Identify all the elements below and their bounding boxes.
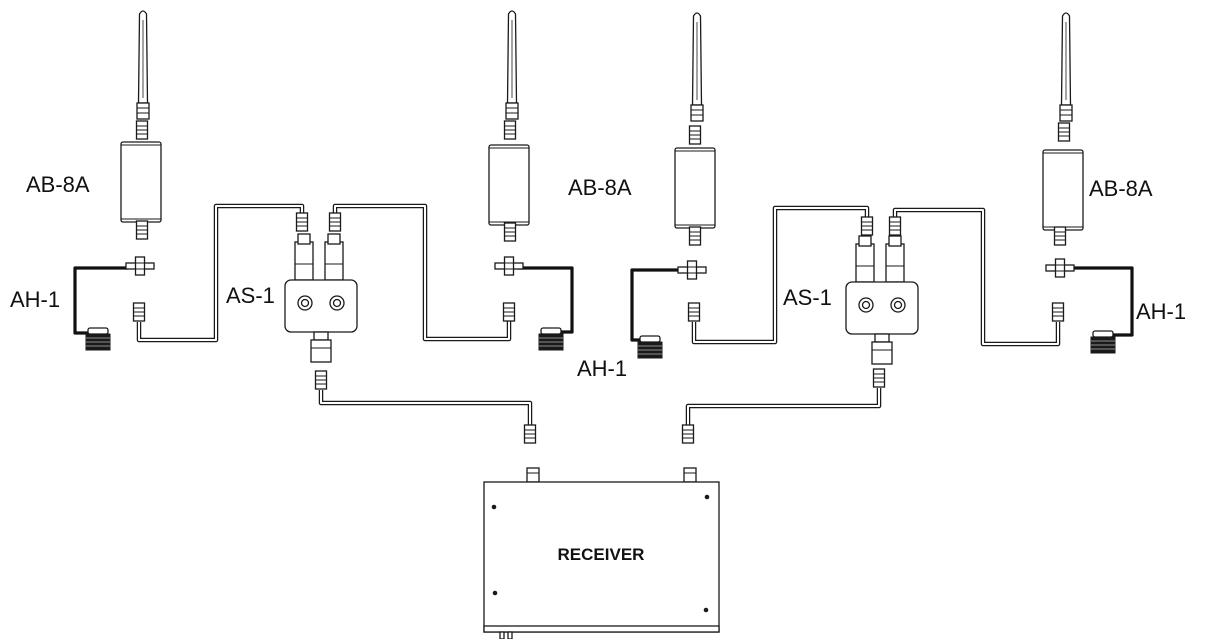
bnc-connector <box>1051 302 1065 322</box>
bnc-connector <box>295 212 309 232</box>
antenna-left-2 <box>505 10 519 120</box>
bnc-connector <box>860 216 874 236</box>
holder-left-1 <box>125 256 155 276</box>
label-ah1-left: AH-1 <box>10 287 60 312</box>
antenna-left-1 <box>136 10 150 120</box>
label-as1-right: AS-1 <box>783 285 832 310</box>
cable-group1 <box>73 203 574 428</box>
receiver-unit <box>483 467 720 639</box>
bnc-connector <box>688 125 702 145</box>
knob-left-2 <box>538 327 564 351</box>
bnc-connector <box>872 368 886 388</box>
label-ab8a-right: AB-8A <box>1089 176 1153 201</box>
bnc-connector <box>328 212 342 232</box>
booster-left-2 <box>488 144 530 226</box>
splitter-left <box>284 233 358 363</box>
antenna-right-2 <box>1059 12 1073 122</box>
knob-left-1 <box>85 327 111 351</box>
booster-right-1 <box>674 147 716 229</box>
bnc-connector <box>503 120 517 140</box>
knob-right-2 <box>1090 330 1116 354</box>
label-ah1-right: AH-1 <box>1136 299 1186 324</box>
label-ab8a-mid: AB-8A <box>568 175 632 200</box>
label-as1-left: AS-1 <box>226 283 275 308</box>
bnc-connector <box>502 302 516 322</box>
holder-left-2 <box>494 256 524 276</box>
bnc-connector <box>523 424 537 444</box>
booster-right-2 <box>1042 149 1084 231</box>
cable-group2 <box>630 205 1134 428</box>
receiver-label: RECEIVER <box>558 545 645 564</box>
bnc-connector <box>132 302 146 322</box>
bnc-connector <box>688 226 702 246</box>
knob-right-1 <box>637 335 663 359</box>
antenna-right-1 <box>690 12 704 122</box>
label-ab8a-left: AB-8A <box>26 172 90 197</box>
bnc-connector <box>503 222 517 242</box>
bnc-connector <box>681 424 695 444</box>
bnc-connector <box>314 370 328 390</box>
holder-right-1 <box>677 260 707 280</box>
bnc-connector <box>135 220 149 240</box>
bnc-connector <box>687 302 701 322</box>
holder-right-2 <box>1045 258 1075 278</box>
bnc-connector <box>888 216 902 236</box>
bnc-connector <box>1053 226 1067 246</box>
splitter-right <box>845 235 919 365</box>
label-ah1-mid: AH-1 <box>577 356 627 381</box>
booster-left-1 <box>120 141 162 223</box>
bnc-connector <box>1057 122 1071 142</box>
bnc-connector <box>135 120 149 140</box>
